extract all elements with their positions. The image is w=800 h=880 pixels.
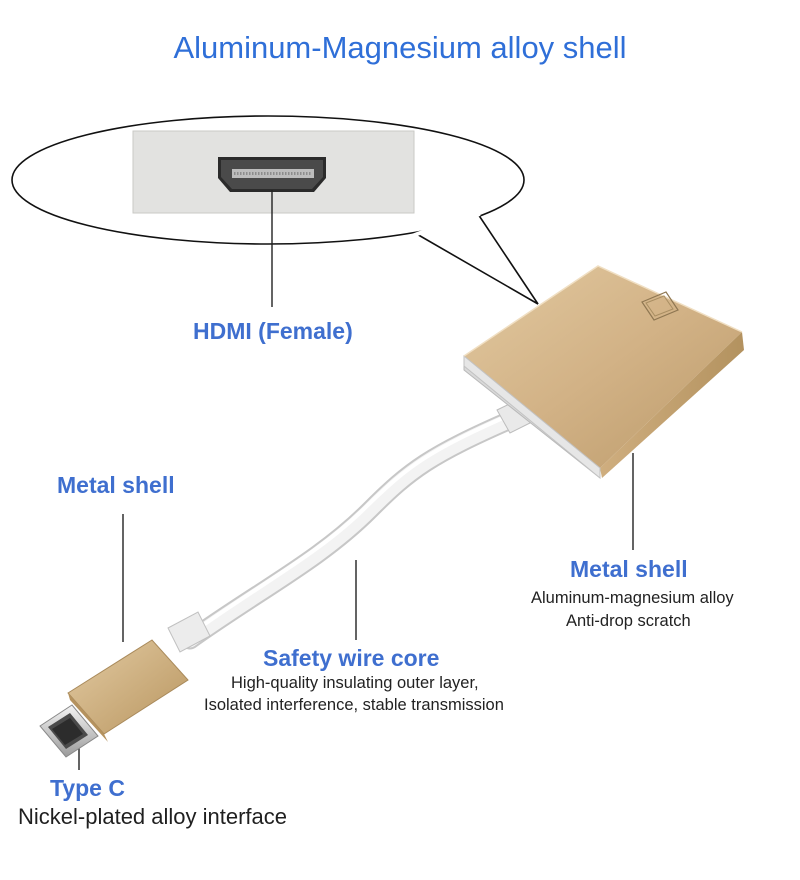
cable: [180, 408, 525, 650]
hdmi-callout-title: HDMI (Female): [193, 318, 353, 344]
safety-wire-core-title: Safety wire core: [263, 645, 440, 671]
metal-shell-right-line2: Anti-drop scratch: [566, 612, 691, 630]
hdmi-port-closeup: [132, 130, 415, 214]
safety-wire-core-line1: High-quality insulating outer layer,: [231, 674, 479, 692]
type-c-subtitle: Nickel-plated alloy interface: [18, 804, 288, 829]
safety-wire-core-line2: Isolated interference, stable transmissi…: [204, 696, 504, 714]
leader-lines: [78, 190, 634, 770]
metal-shell-left-title: Metal shell: [57, 472, 175, 498]
hdmi-adapter-body: [463, 265, 744, 480]
page-title: Aluminum-Magnesium alloy shell: [173, 30, 627, 65]
metal-shell-right-line1: Aluminum-magnesium alloy: [531, 589, 734, 607]
type-c-plug: [39, 611, 211, 758]
metal-shell-right-title: Metal shell: [570, 556, 688, 582]
type-c-title: Type C: [50, 775, 125, 801]
